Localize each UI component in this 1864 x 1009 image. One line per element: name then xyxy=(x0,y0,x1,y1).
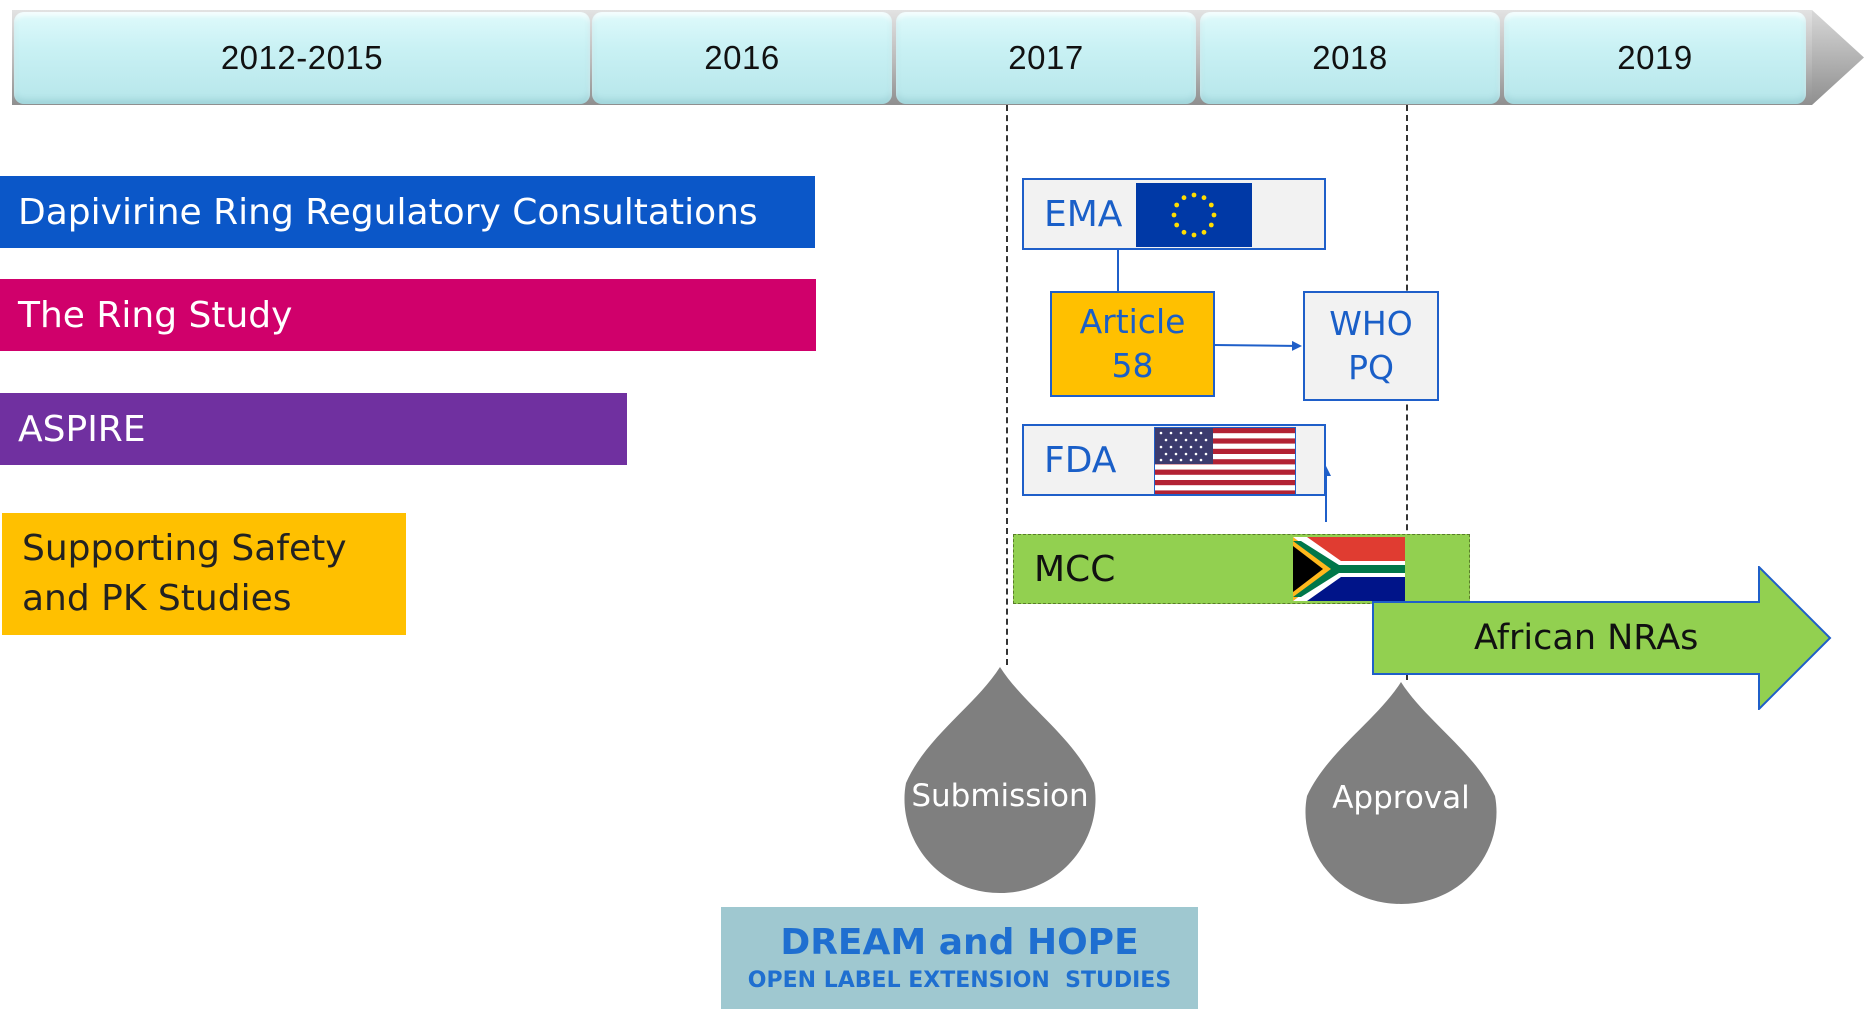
dream-and-hope-box: DREAM and HOPE OPEN LABEL EXTENSION STUD… xyxy=(721,907,1198,1009)
submission-guide-line xyxy=(1006,105,1008,665)
us-flag-icon xyxy=(1154,427,1296,495)
who-pq-box: WHO PQ xyxy=(1303,291,1439,401)
timeline-segment-2012-2015: 2012-2015 xyxy=(14,12,590,104)
article58-to-who-arrow xyxy=(1213,340,1302,351)
dream-and-hope-title: DREAM and HOPE xyxy=(780,922,1139,963)
dream-and-hope-subtitle: OPEN LABEL EXTENSION STUDIES xyxy=(747,968,1172,993)
study-bar-aspire: ASPIRE xyxy=(0,393,627,465)
study-bar-label-line-2: and PK Studies xyxy=(22,578,292,619)
african-nras-arrow xyxy=(1372,566,1832,710)
fda-label: FDA xyxy=(1044,439,1117,481)
timeline-segment-2017: 2017 xyxy=(896,12,1196,104)
who-pq-line-2: PQ xyxy=(1348,348,1394,387)
article-58-box: Article 58 xyxy=(1050,291,1215,397)
study-bar-label: The Ring Study xyxy=(18,294,293,336)
mcc-label: MCC xyxy=(1034,548,1116,590)
timeline-segment-2018: 2018 xyxy=(1200,12,1500,104)
timeline-segment-2016: 2016 xyxy=(592,12,892,104)
south-africa-flag-icon xyxy=(1293,537,1405,601)
approval-drop-icon xyxy=(1305,682,1497,904)
fda-box: FDA xyxy=(1022,424,1326,496)
article-58-line-1: Article xyxy=(1079,302,1186,341)
study-bar-regulatory-consultations: Dapivirine Ring Regulatory Consultations xyxy=(0,176,815,248)
study-bar-label: Dapivirine Ring Regulatory Consultations xyxy=(18,191,758,233)
study-bar-ring-study: The Ring Study xyxy=(0,279,816,351)
ema-label: EMA xyxy=(1044,193,1123,235)
mcc-bar: MCC xyxy=(1013,534,1470,604)
article-58-line-2: 58 xyxy=(1111,346,1154,385)
submission-drop-icon xyxy=(904,667,1096,893)
ema-box: EMA xyxy=(1022,178,1326,250)
study-bar-label: ASPIRE xyxy=(18,408,146,450)
approval-label: Approval xyxy=(1332,780,1470,816)
timeline-segment-2019: 2019 xyxy=(1504,12,1806,104)
who-pq-line-1: WHO xyxy=(1329,304,1413,343)
eu-flag-icon xyxy=(1136,183,1252,247)
submission-label: Submission xyxy=(911,778,1089,814)
study-bar-label-line-1: Supporting Safety xyxy=(22,528,347,569)
african-nras-label: African NRAs xyxy=(1474,618,1699,658)
study-bar-supporting-safety: Supporting Safety and PK Studies xyxy=(2,513,406,635)
